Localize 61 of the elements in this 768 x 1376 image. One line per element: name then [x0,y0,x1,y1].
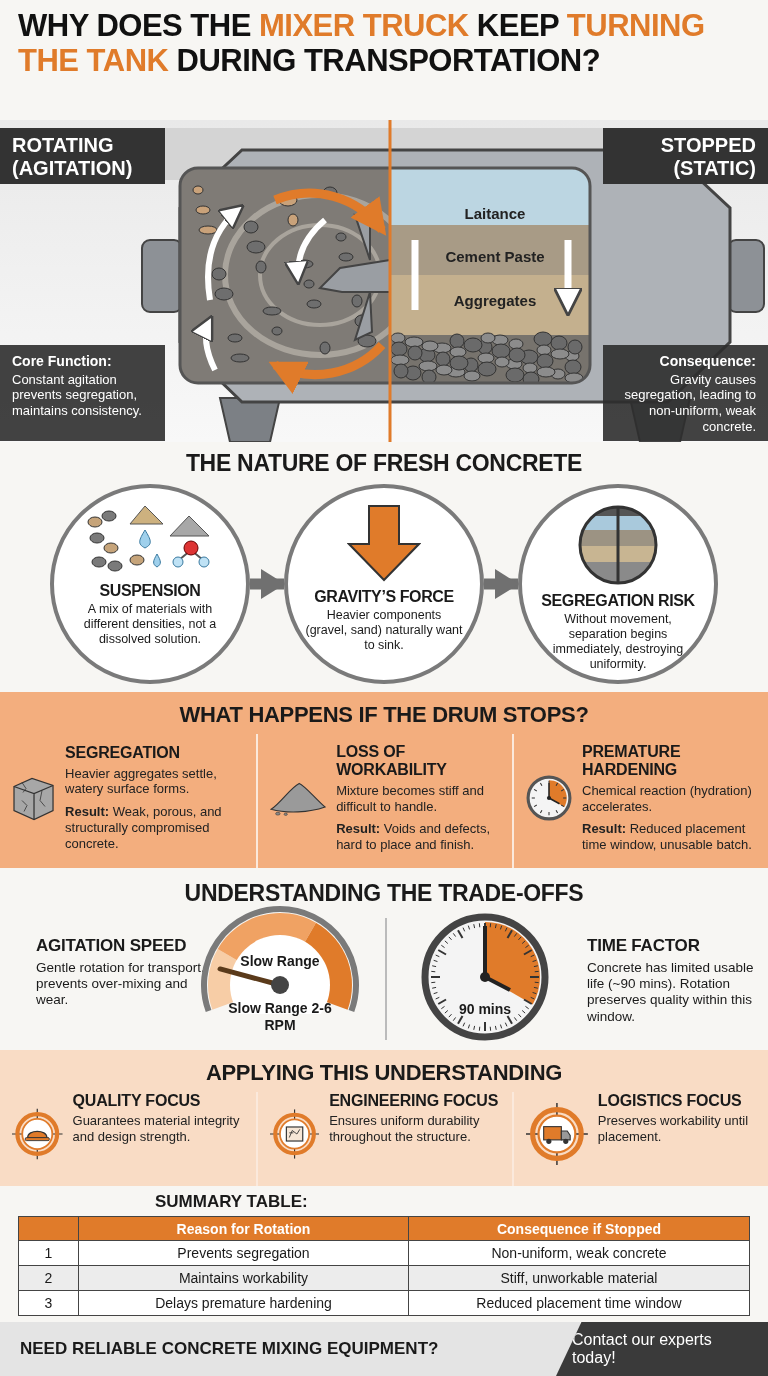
section-heading: UNDERSTANDING THE TRADE-OFFS [183,880,585,907]
circle-heading: SEGREGATION RISK [541,592,695,610]
section-heading: WHAT HAPPENS IF THE DRUM STOPS? [178,702,590,728]
item-text: Gentle rotation for transport, prevents over-mixing and wear. [36,960,206,1009]
item-heading: LOGISTICS FOCUS [597,1092,743,1111]
item-text: Guarantees material integrity and design strength. [72,1113,241,1146]
result-text: Result: Voids and defects, hard to place and finish. [336,821,492,854]
column-header: Consequence if Stopped [408,1216,750,1241]
consequence-text: Non-uniform, weak concrete [408,1240,750,1266]
section-heading: THE NATURE OF FRESH CONCRETE [184,450,584,477]
item-text: Ensures uniform durability throughout the structure. [329,1113,481,1146]
consequence-text: Reduced placement time window [408,1290,750,1316]
layer-label: Cement Paste [444,248,546,265]
item-heading: QUALITY FOCUS [72,1092,202,1111]
circle-heading: GRAVITY’S FORCE [314,588,454,606]
item-heading: SEGREGATION [65,744,181,763]
circle-text: Without movement, separation begins immediately, destroying uniformity. [551,612,685,672]
result-text: Result: Reduced placement time window, unusable batch. [582,821,753,854]
item-text: Chemical reaction (hydration) accelerates. [582,782,753,815]
item-heading: LOSS OF WORKABILITY [336,742,448,780]
info-panel [603,345,768,441]
item-text: Heavier aggregates settle, watery surface forms. [65,765,218,798]
row-number: 3 [18,1290,79,1316]
row-number: 1 [18,1240,79,1266]
layer-label: Laitance [463,205,527,222]
section-heading: APPLYING THIS UNDERSTANDING [204,1060,564,1086]
result-text: Result: Weak, porous, and structurally compromised concrete. [65,804,223,852]
panel-heading: Core Function: [12,353,113,370]
contact-panel: Contact our experts today! [556,1322,768,1376]
panel-heading: Consequence: [658,353,756,370]
main-title: WHY DOES THE MIXER TRUCK KEEP TURNING THE TANK DURING TRANSPORTATION? [18,8,706,79]
item-heading: ENGINEERING FOCUS [329,1092,500,1111]
circle-heading: SUSPENSION [99,582,201,600]
panel-text: Constant agitation prevents segregation, maintains consistency. [12,371,143,419]
section-band [0,692,768,868]
info-panel [0,345,165,441]
gauge-label: Slow Range [239,953,321,970]
item-heading: TIME FACTOR [587,936,700,956]
consequence-text: Stiff, unworkable material [408,1265,750,1291]
layer-label: Aggregates [452,292,538,309]
item-text: Mixture becomes stiff and difficult to handle. [336,782,485,815]
section-band [0,1050,768,1186]
time-label: 90 mins [457,1001,513,1018]
column-header: Reason for Rotation [78,1216,409,1241]
panel-text: Gravity causes segregation, leading to non-uniform, weak concrete. [623,371,756,435]
table-title: SUMMARY TABLE: [155,1192,308,1212]
circle-text: A mix of materials with different densities, not a dissolved solution. [82,602,218,647]
item-heading: PREMATURE HARDENING [582,742,682,780]
circle-text: Heavier components (gravel, sand) naturally want to sink. [305,608,463,653]
reason-text: Prevents segregation [78,1240,409,1266]
reason-text: Maintains workability [78,1265,409,1291]
reason-text: Delays premature hardening [78,1290,409,1316]
item-text: Preserves workability until placement. [597,1113,750,1146]
arrow [484,569,519,599]
arrow [250,569,285,599]
item-text: Concrete has limited usable life (~90 mins). Rotation preserves quality within this window. [587,960,755,1025]
gauge-label: Slow Range 2-6 RPM [227,1000,333,1034]
section-tag: STOPPED (STATIC) [603,128,768,184]
section-tag: ROTATING (AGITATION) [0,128,165,184]
item-heading: AGITATION SPEED [36,936,187,956]
row-number: 2 [18,1265,79,1291]
